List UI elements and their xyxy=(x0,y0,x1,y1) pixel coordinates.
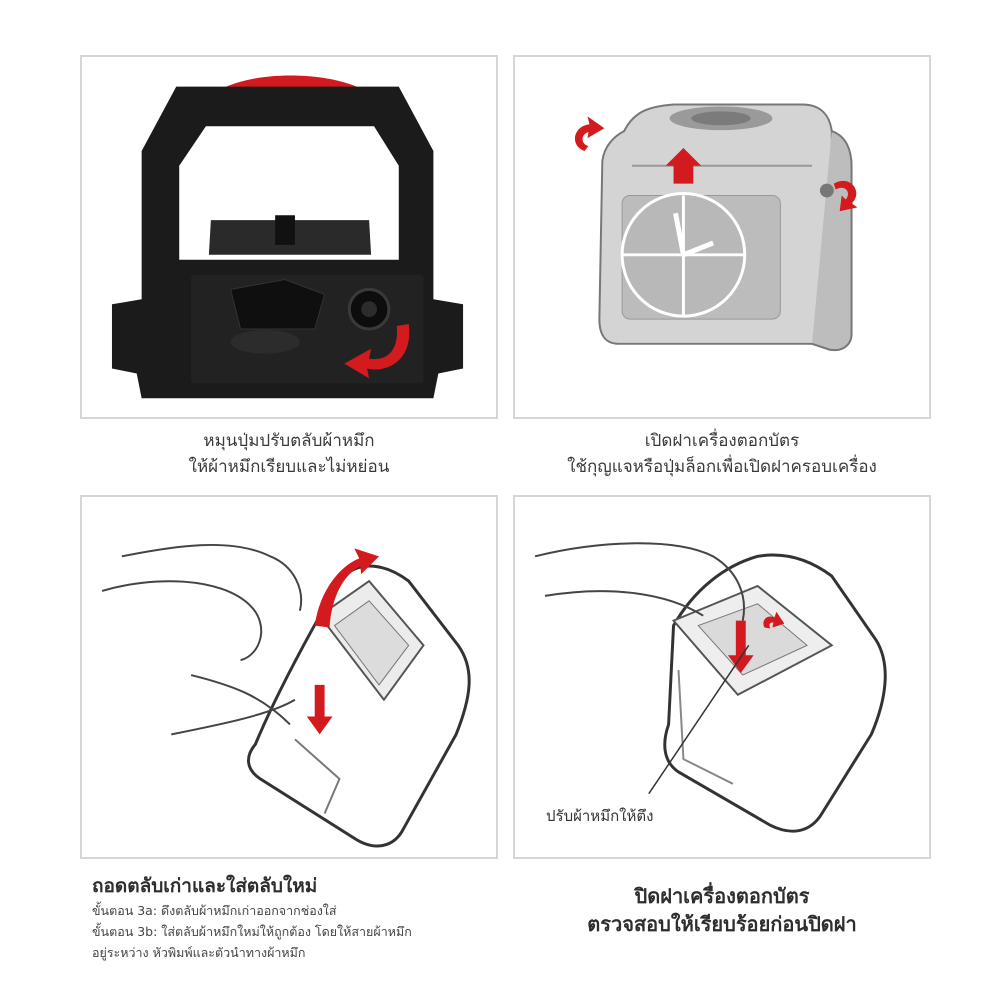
open-cover-caption: เปิดฝาเครื่องตอกบัตร ใช้กุญแจหรือปุ่มล็อ… xyxy=(513,428,931,480)
close-cover-caption-line-1: ปิดฝาเครื่องตอกบัตร xyxy=(634,884,810,908)
ribbon-caption-line-2: ให้ผ้าหมึกเรียบและไม่หย่อน xyxy=(188,457,390,477)
replace-caption-line-1: ขั้นตอน 3a: ดึงตลับผ้าหมึกเก่าออกจากช่อง… xyxy=(92,903,337,918)
ribbon-caption-line-1: หมุนปุ่มปรับตลับผ้าหมึก xyxy=(203,431,375,451)
open-cover-caption-line-2: ใช้กุญแจหรือปุ่มล็อกเพื่อเปิดฝาครอบเครื่… xyxy=(567,457,877,477)
close-cover-image xyxy=(534,542,887,833)
replace-caption-line-3: อยู่ระหว่าง หัวพิมพ์และตัวนำทางผ้าหมึก xyxy=(92,945,306,960)
ribbon-cartridge-image xyxy=(111,75,464,399)
open-cover-caption-line-1: เปิดฝาเครื่องตอกบัตร xyxy=(644,431,800,451)
open-cover-panel xyxy=(513,55,931,419)
close-cover-caption-line-2: ตรวจสอบให้เรียบร้อยก่อนปิดฝา xyxy=(587,912,857,936)
replace-cartridge-panel xyxy=(80,495,498,859)
time-clock-image xyxy=(574,103,858,352)
close-cover-caption: ปิดฝาเครื่องตอกบัตร ตรวจสอบให้เรียบร้อยก… xyxy=(513,882,931,938)
ribbon-cartridge-panel xyxy=(80,55,498,419)
replace-caption-heading: ถอดตลับเก่าและใส่ตลับใหม่ xyxy=(92,875,318,897)
replace-caption: ถอดตลับเก่าและใส่ตลับใหม่ ขั้นตอน 3a: ดึ… xyxy=(92,872,512,963)
replace-caption-line-2: ขั้นตอน 3b: ใส่ตลับผ้าหมึกใหม่ให้ถูกต้อง… xyxy=(92,924,412,939)
tighten-ribbon-callout: ปรับผ้าหมึกให้ตึง xyxy=(546,807,654,825)
replace-cartridge-image xyxy=(101,544,471,848)
ribbon-caption: หมุนปุ่มปรับตลับผ้าหมึก ให้ผ้าหมึกเรียบแ… xyxy=(80,428,498,480)
close-cover-panel xyxy=(513,495,931,859)
